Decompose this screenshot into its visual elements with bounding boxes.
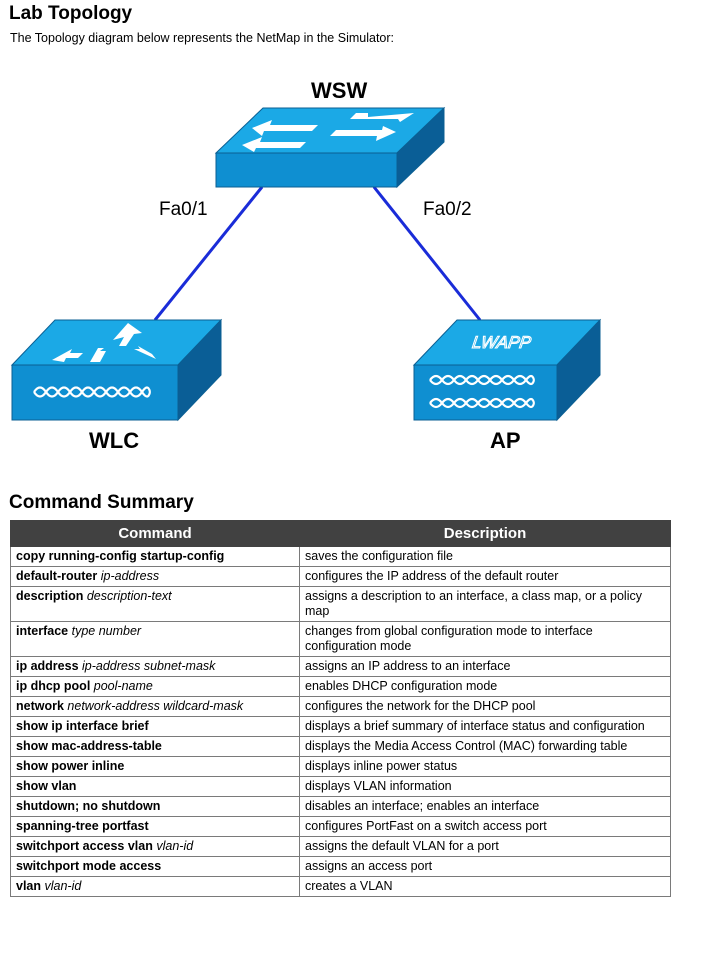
wlc-icon: [10, 318, 223, 422]
description-cell: configures the IP address of the default…: [299, 566, 671, 587]
table-row: spanning-tree portfast configures PortFas…: [10, 816, 671, 837]
lab-topology-heading: Lab Topology: [9, 3, 133, 24]
table-row: show power inline displays inline power s…: [10, 756, 671, 777]
port-label-fa0-2: Fa0/2: [423, 199, 472, 220]
table-row: switchport mode access assigns an access …: [10, 856, 671, 877]
command-cell: switchport access vlan vlan-id: [10, 836, 300, 857]
column-header-command: Command: [10, 520, 300, 547]
switch-icon: [214, 106, 446, 189]
command-cell: description description-text: [10, 586, 300, 622]
command-keyword: description: [16, 589, 84, 603]
command-keyword: switchport access vlan: [16, 839, 153, 853]
ap-label: AP: [490, 428, 521, 453]
command-cell: show vlan: [10, 776, 300, 797]
command-keyword: show mac-address-table: [16, 739, 162, 753]
description-cell: creates a VLAN: [299, 876, 671, 897]
table-row: shutdown; no shutdown disables an interfa…: [10, 796, 671, 817]
table-row: show mac-address-table displays the Media…: [10, 736, 671, 757]
description-cell: displays the Media Access Control (MAC) …: [299, 736, 671, 757]
command-cell: ip address ip-address subnet-mask: [10, 656, 300, 677]
table-row: copy running-config startup-config saves …: [10, 546, 671, 567]
command-argument: pool-name: [93, 679, 153, 693]
command-keyword: show ip interface brief: [16, 719, 149, 733]
link-wsw-wlc: [153, 186, 264, 321]
command-keyword: ip dhcp pool: [16, 679, 91, 693]
description-cell: configures the network for the DHCP pool: [299, 696, 671, 717]
command-cell: ip dhcp pool pool-name: [10, 676, 300, 697]
wlc-label: WLC: [89, 428, 140, 453]
description-cell: displays inline power status: [299, 756, 671, 777]
command-keyword: shutdown; no shutdown: [16, 799, 161, 813]
access-point-icon: LWAPP: [412, 318, 602, 422]
command-keyword: show vlan: [16, 779, 77, 793]
command-keyword: network: [16, 699, 64, 713]
command-keyword: copy running-config startup-config: [16, 549, 225, 563]
command-cell: copy running-config startup-config: [10, 546, 300, 567]
command-argument: network-address wildcard-mask: [67, 699, 244, 713]
command-summary-heading: Command Summary: [9, 492, 194, 513]
command-cell: show power inline: [10, 756, 300, 777]
command-cell: default-router ip-address: [10, 566, 300, 587]
command-argument: ip-address: [100, 569, 160, 583]
command-keyword: default-router: [16, 569, 98, 583]
wsw-label: WSW: [311, 78, 368, 103]
lwapp-logo: LWAPP: [471, 333, 533, 352]
description-cell: displays a brief summary of interface st…: [299, 716, 671, 737]
command-keyword: switchport mode access: [16, 859, 162, 873]
command-keyword: vlan: [16, 879, 42, 893]
command-argument: vlan-id: [44, 879, 82, 893]
topology-diagram: LWAPP WSW Fa0/1 Fa0/2 WLC AP: [0, 70, 721, 470]
topology-intro-text: The Topology diagram below represents th…: [10, 31, 395, 45]
table-row: show ip interface brief displays a brief …: [10, 716, 671, 737]
command-argument: ip-address subnet-mask: [82, 659, 216, 673]
description-cell: displays VLAN information: [299, 776, 671, 797]
description-cell: assigns an access port: [299, 856, 671, 877]
command-argument: description-text: [86, 589, 172, 603]
command-summary-table: Command Description copy running-config …: [10, 520, 671, 897]
command-cell: shutdown; no shutdown: [10, 796, 300, 817]
port-label-fa0-1: Fa0/1: [159, 199, 208, 220]
command-keyword: interface: [16, 624, 69, 638]
command-keyword: show power inline: [16, 759, 125, 773]
command-argument: vlan-id: [156, 839, 194, 853]
column-header-description: Description: [299, 520, 671, 547]
description-cell: disables an interface; enables an interf…: [299, 796, 671, 817]
description-cell: assigns a description to an interface, a…: [299, 586, 671, 622]
link-wsw-ap: [372, 186, 482, 321]
command-argument: type number: [71, 624, 142, 638]
command-keyword: ip address: [16, 659, 79, 673]
command-cell: show ip interface brief: [10, 716, 300, 737]
table-row: show vlan displays VLAN information: [10, 776, 671, 797]
command-cell: switchport mode access: [10, 856, 300, 877]
command-cell: spanning-tree portfast: [10, 816, 300, 837]
command-cell: network network-address wildcard-mask: [10, 696, 300, 717]
description-cell: changes from global configuration mode t…: [299, 621, 671, 657]
description-cell: configures PortFast on a switch access p…: [299, 816, 671, 837]
command-cell: show mac-address-table: [10, 736, 300, 757]
description-cell: assigns an IP address to an interface: [299, 656, 671, 677]
table-header-row: Command Description: [10, 520, 671, 547]
command-cell: vlan vlan-id: [10, 876, 300, 897]
command-cell: interface type number: [10, 621, 300, 657]
description-cell: assigns the default VLAN for a port: [299, 836, 671, 857]
description-cell: enables DHCP configuration mode: [299, 676, 671, 697]
description-cell: saves the configuration file: [299, 546, 671, 567]
command-keyword: spanning-tree portfast: [16, 819, 149, 833]
